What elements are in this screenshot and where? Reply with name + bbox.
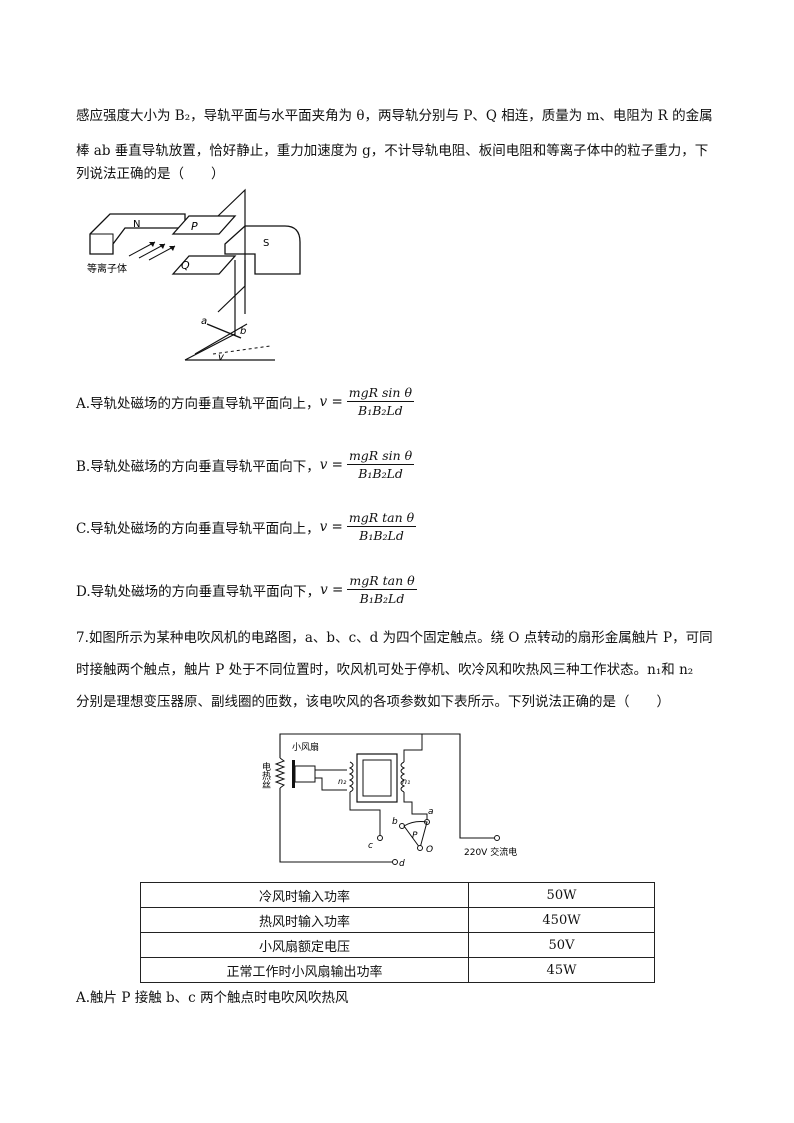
table-cell: 小风扇额定电压 bbox=[140, 932, 469, 958]
q7-parameter-table: 冷风时输入功率 50W 热风时输入功率 450W 小风扇额定电压 50V 正常工… bbox=[140, 882, 655, 983]
q7-stem-line-3: 分别是理想变压器原、副线圈的匝数，该电吹风的各项参数如下表所示。下列说法正确的是… bbox=[76, 694, 670, 710]
q6-stem-line-3: 列说法正确的是（ ） bbox=[76, 166, 225, 182]
label-heater: 电热丝 bbox=[262, 761, 271, 789]
label-n2: n₂ bbox=[338, 777, 347, 786]
q7-stem-line-1: 7.如图所示为某种电吹风机的电路图，a、b、c、d 为四个固定触点。绕 O 点转… bbox=[76, 630, 713, 646]
q7-circuit-figure: 电热丝 小风扇 n₂ n₁ c b a d P O 220V 交流电 bbox=[262, 733, 517, 869]
table-row: 小风扇额定电压 50V bbox=[140, 932, 655, 958]
label-s: S bbox=[263, 238, 269, 249]
table-cell: 450W bbox=[468, 907, 655, 933]
table-cell: 正常工作时小风扇输出功率 bbox=[140, 957, 469, 983]
table-row: 冷风时输入功率 50W bbox=[140, 882, 655, 908]
label-d: d bbox=[399, 859, 405, 869]
table-row: 热风时输入功率 450W bbox=[140, 907, 655, 933]
table-cell: 50W bbox=[468, 882, 655, 908]
label-b: b bbox=[392, 817, 398, 827]
q6-figure: N P Q 等离子体 S a b v bbox=[87, 188, 301, 363]
table-cell: 45W bbox=[468, 957, 655, 983]
label-c: c bbox=[368, 841, 373, 851]
label-a: a bbox=[428, 807, 434, 817]
label-o: O bbox=[426, 845, 433, 855]
q7-option-a: A.触片 P 接触 b、c 两个触点时电吹风吹热风 bbox=[76, 990, 349, 1006]
label-a: a bbox=[201, 316, 207, 327]
table-cell: 冷风时输入功率 bbox=[140, 882, 469, 908]
label-v: v bbox=[218, 352, 225, 363]
table-row: 正常工作时小风扇输出功率 45W bbox=[140, 957, 655, 983]
table-cell: 50V bbox=[468, 932, 655, 958]
label-p: P bbox=[191, 220, 198, 233]
label-n1: n₁ bbox=[402, 777, 410, 786]
label-fan: 小风扇 bbox=[292, 741, 319, 753]
label-q: Q bbox=[181, 259, 190, 272]
q6-stem-line-2: 棒 ab 垂直导轨放置，恰好静止，重力加速度为 g，不计导轨电阻、板间电阻和等离… bbox=[76, 143, 709, 159]
label-p: P bbox=[412, 831, 418, 841]
q6-stem-line-1: 感应强度大小为 B₂，导轨平面与水平面夹角为 θ，两导轨分别与 P、Q 相连，质… bbox=[76, 108, 713, 124]
label-plasma: 等离子体 bbox=[87, 262, 127, 275]
label-b: b bbox=[240, 326, 246, 337]
label-supply: 220V 交流电 bbox=[464, 846, 517, 858]
label-n: N bbox=[133, 219, 140, 230]
table-cell: 热风时输入功率 bbox=[140, 907, 469, 933]
q7-stem-line-2: 时接触两个触点，触片 P 处于不同位置时，吹风机可处于停机、吹冷风和吹热风三种工… bbox=[76, 662, 694, 678]
